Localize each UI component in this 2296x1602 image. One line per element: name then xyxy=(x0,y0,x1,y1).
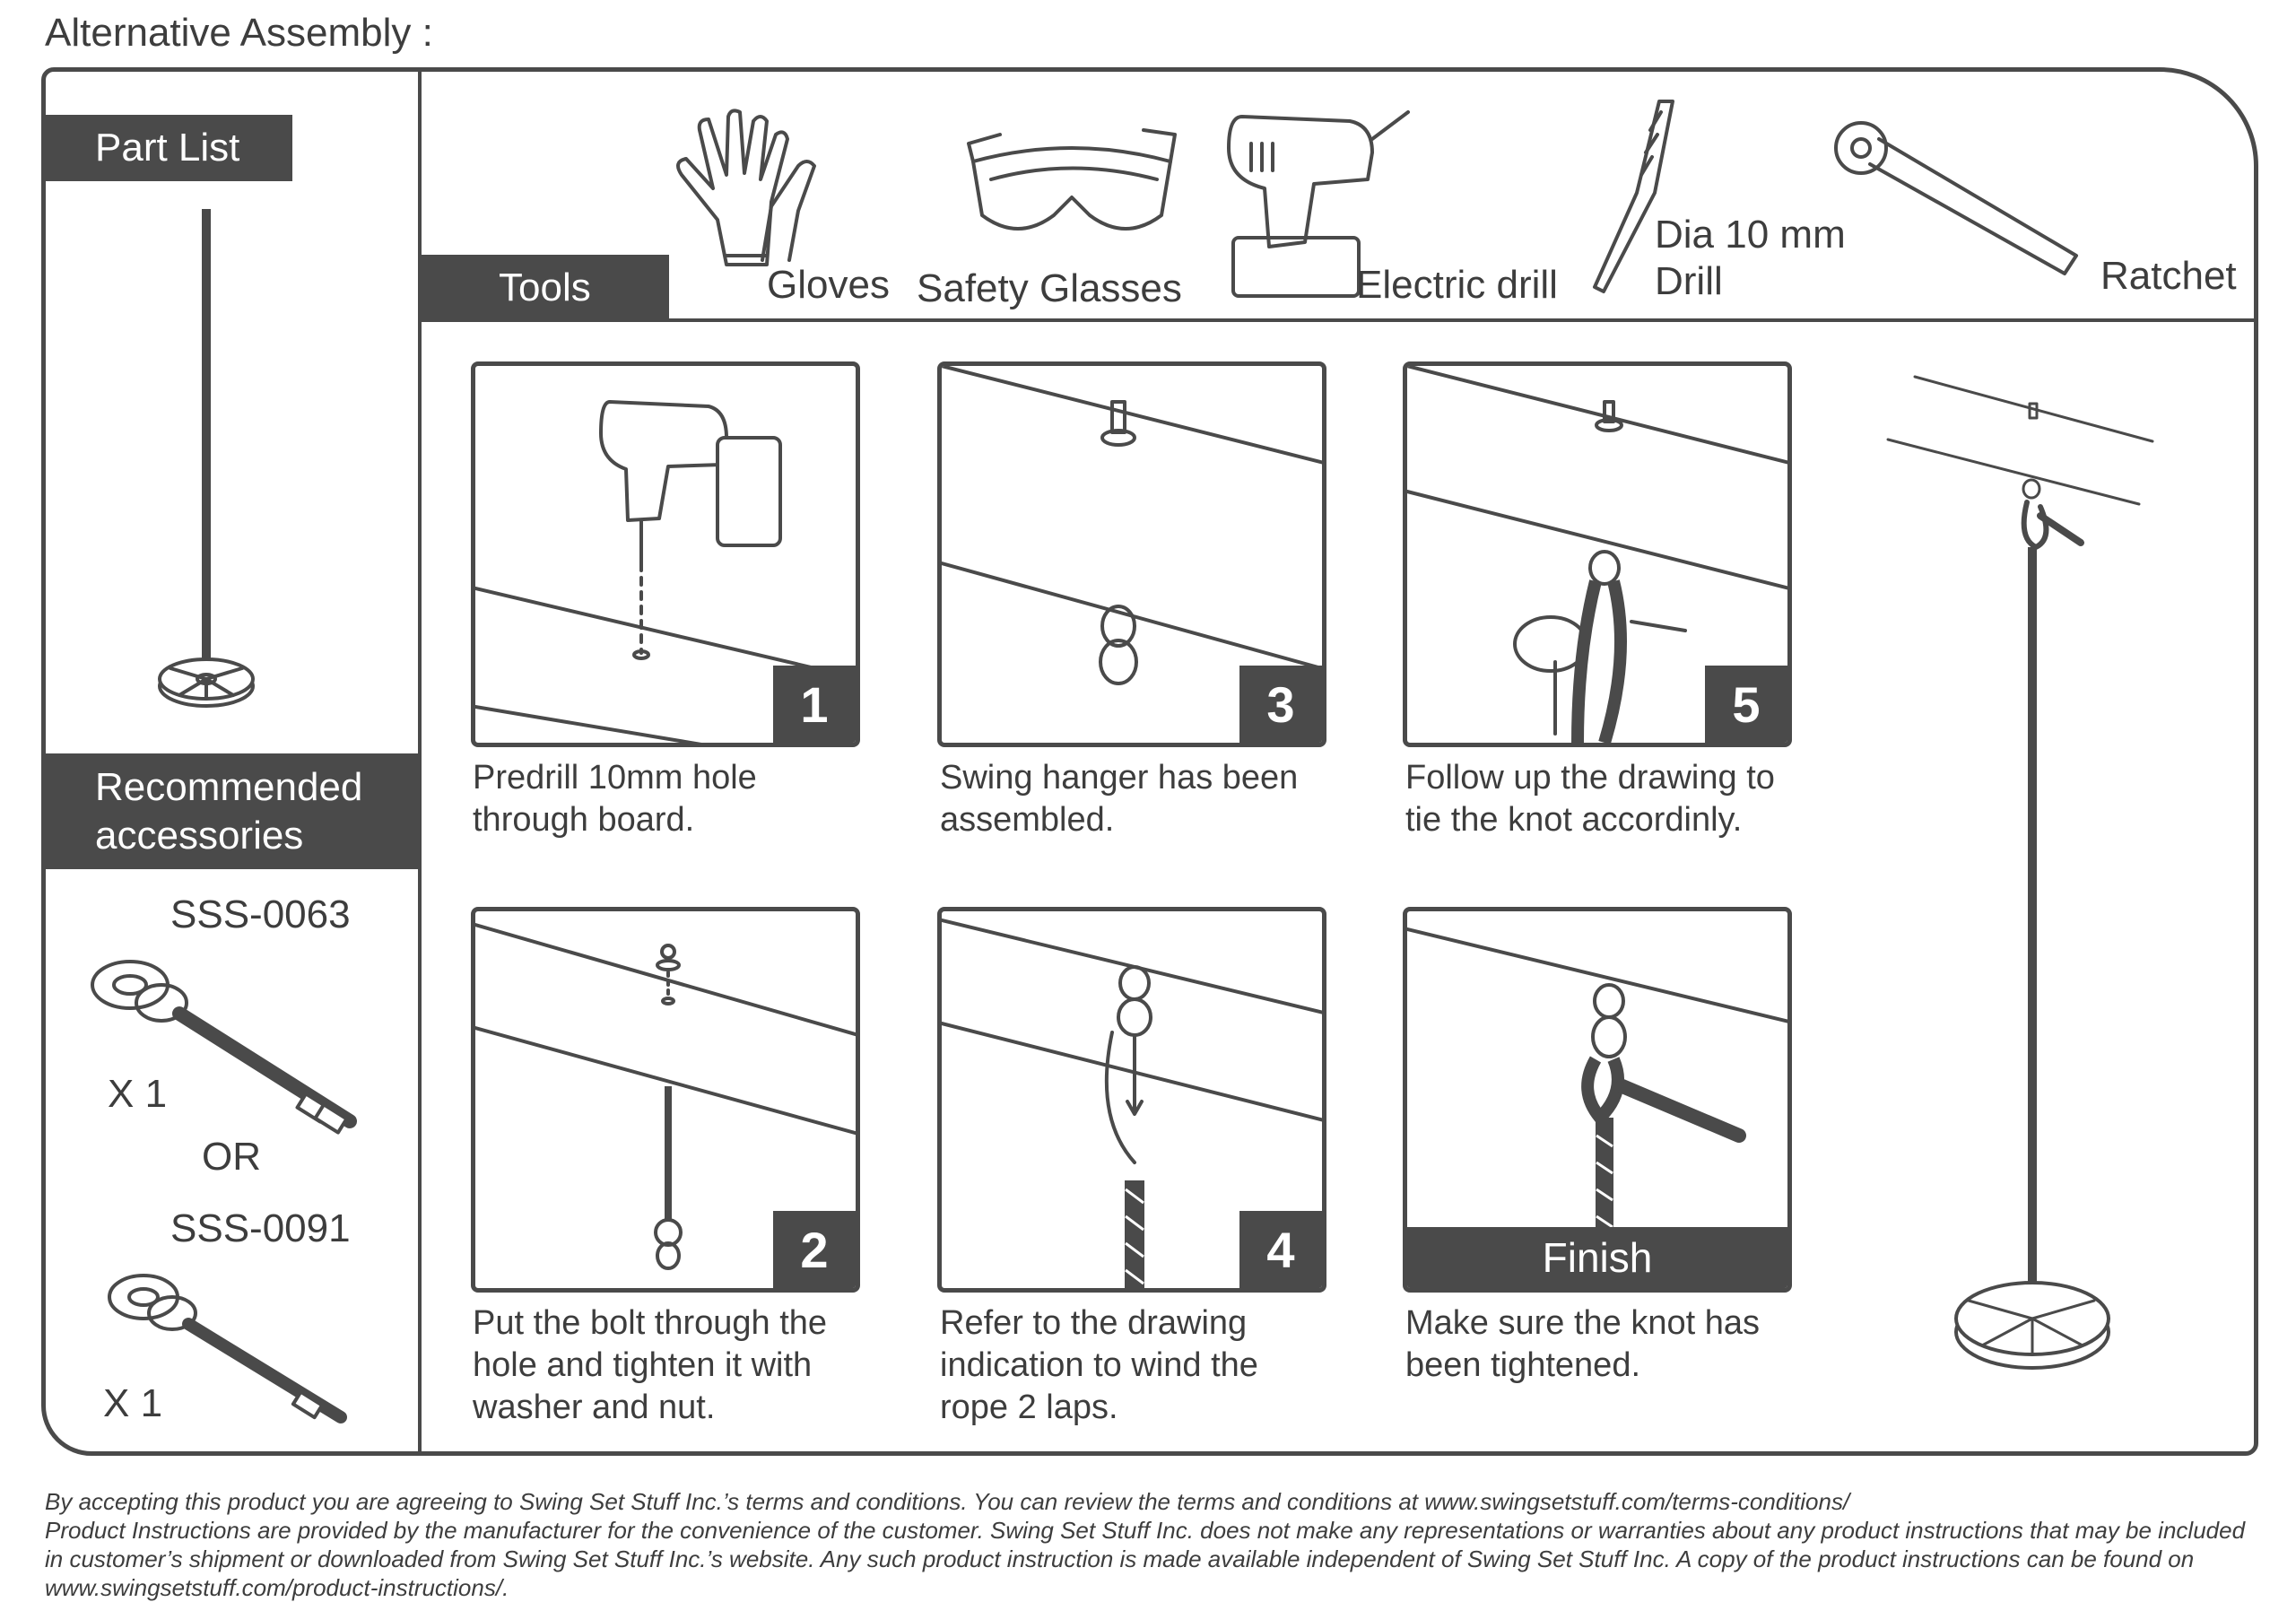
accessory-code-1: SSS-0063 xyxy=(170,892,351,936)
step-5-line2: tie the knot accordinly. xyxy=(1405,801,1743,839)
step-5-text: Follow up the drawing to tie the knot ac… xyxy=(1405,757,1827,841)
tie-knot-illustration xyxy=(1407,366,1787,743)
step-1-number: 1 xyxy=(773,666,856,743)
step-5-panel: 5 xyxy=(1403,361,1792,747)
accessory-code-2: SSS-0091 xyxy=(170,1206,351,1250)
step-1-panel: 1 xyxy=(471,361,860,747)
step-4-line2: indication to wind the xyxy=(940,1346,1258,1384)
legal-footer: By accepting this product you are agreei… xyxy=(45,1487,2260,1602)
part-list-label: Part List xyxy=(45,115,292,181)
tool-label-gloves: Gloves xyxy=(767,263,890,307)
tool-label-electric-drill: Electric drill xyxy=(1356,263,1558,307)
step-2-line2: hole and tighten it with xyxy=(473,1346,813,1384)
finish-label: Finish xyxy=(1407,1227,1787,1288)
step-5-line1: Follow up the drawing to xyxy=(1405,759,1775,797)
tightened-knot-illustration xyxy=(1407,927,1787,1234)
recommended-label-line2: accessories xyxy=(95,814,304,858)
finish-panel: Finish xyxy=(1403,907,1792,1293)
gloves-icon xyxy=(676,109,816,266)
step-3-number: 3 xyxy=(1239,666,1322,743)
predrill-illustration xyxy=(475,400,856,743)
electric-drill-icon xyxy=(1227,110,1410,298)
safety-glasses-icon xyxy=(967,128,1177,231)
tool-label-drill-bit-line2: Drill xyxy=(1655,259,1723,303)
instruction-frame xyxy=(41,67,2258,1456)
wind-rope-illustration xyxy=(942,919,1322,1288)
footer-line2: Product Instructions are provided by the… xyxy=(45,1517,2246,1544)
step-4-number: 4 xyxy=(1239,1211,1322,1288)
accessory-or-text: OR xyxy=(202,1135,261,1179)
step-2-panel: 2 xyxy=(471,907,860,1293)
step-5-number: 5 xyxy=(1705,666,1787,743)
finished-swing-illustration xyxy=(1886,375,2154,1370)
step-4-line3: rope 2 laps. xyxy=(940,1389,1118,1426)
recommended-accessories-label: Recommended accessories xyxy=(45,756,420,867)
accessory-qty-2: X 1 xyxy=(103,1381,163,1425)
tools-divider xyxy=(422,318,2258,322)
finish-line1: Make sure the knot has xyxy=(1405,1304,1760,1342)
finish-line2: been tightened. xyxy=(1405,1346,1641,1384)
eye-bolt-icon xyxy=(91,960,357,1135)
footer-line1: By accepting this product you are agreei… xyxy=(45,1488,1850,1515)
tool-label-drill-bit-line1: Dia 10 mm xyxy=(1655,213,1846,257)
step-4-line1: Refer to the drawing xyxy=(940,1304,1248,1342)
step-3-panel: 3 xyxy=(937,361,1326,747)
recommended-label-line1: Recommended xyxy=(95,765,363,809)
step-4-text: Refer to the drawing indication to wind … xyxy=(940,1302,1361,1429)
tool-label-safety-glasses: Safety Glasses xyxy=(917,266,1182,310)
footer-line4: www.swingsetstuff.com/product-instructio… xyxy=(45,1574,509,1601)
accessories-divider xyxy=(45,866,420,869)
swing-rope-part-icon xyxy=(158,209,255,708)
step-2-number: 2 xyxy=(773,1211,856,1288)
tools-label: Tools xyxy=(422,255,669,321)
step-1-text: Predrill 10mm hole through board. xyxy=(473,757,894,841)
part-list-divider xyxy=(45,753,420,757)
footer-line3: in customer’s shipment or downloaded fro… xyxy=(45,1545,2195,1572)
step-2-text: Put the bolt through the hole and tighte… xyxy=(473,1302,894,1429)
drill-bit-icon xyxy=(1593,100,1674,293)
finish-text: Make sure the knot has been tightened. xyxy=(1405,1302,1827,1387)
tool-label-ratchet: Ratchet xyxy=(2100,254,2237,298)
eye-bolt-small-icon xyxy=(108,1274,347,1424)
step-3-line1: Swing hanger has been xyxy=(940,759,1299,797)
hanger-assembled-illustration xyxy=(942,366,1322,685)
step-3-line2: assembled. xyxy=(940,801,1115,839)
accessory-qty-1: X 1 xyxy=(108,1072,168,1116)
step-1-line1: Predrill 10mm hole xyxy=(473,759,757,797)
step-3-text: Swing hanger has been assembled. xyxy=(940,757,1361,841)
step-2-line1: Put the bolt through the xyxy=(473,1304,828,1342)
left-column-divider xyxy=(418,70,422,1453)
bolt-through-hole-illustration xyxy=(475,923,856,1270)
step-1-line2: through board. xyxy=(473,801,695,839)
step-2-line3: washer and nut. xyxy=(473,1389,716,1426)
tool-label-drill-bit: Dia 10 mm Drill xyxy=(1655,212,1846,305)
step-4-panel: 4 xyxy=(937,907,1326,1293)
ratchet-icon xyxy=(1834,121,2078,275)
page-title: Alternative Assembly : xyxy=(45,11,433,55)
